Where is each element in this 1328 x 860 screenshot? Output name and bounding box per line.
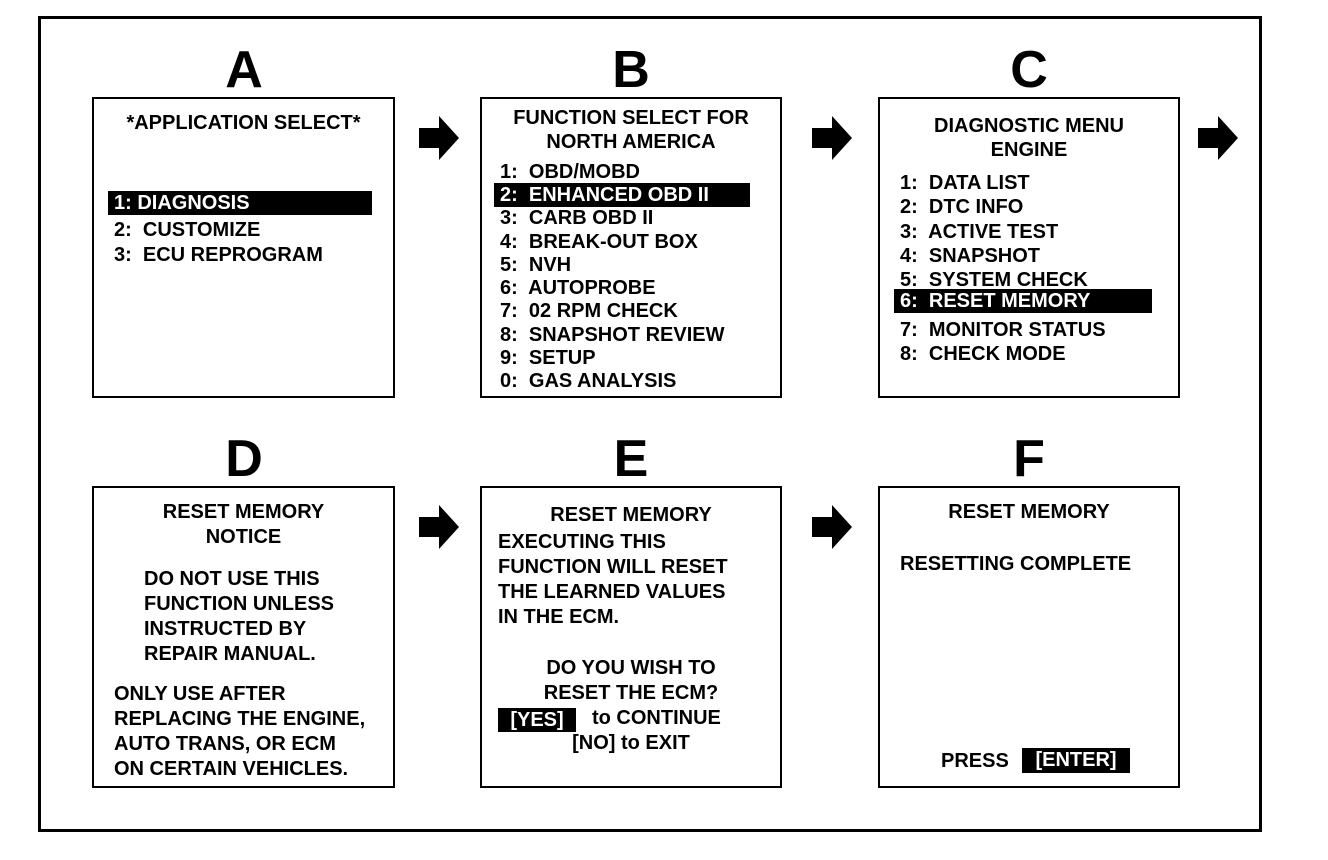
- right-arrow-icon: [419, 116, 459, 160]
- body-line: EXECUTING THIS: [498, 531, 666, 553]
- body-line: IN THE ECM.: [498, 606, 620, 628]
- screen-function-select: FUNCTION SELECT FOR NORTH AMERICA 1: OBD…: [480, 97, 782, 398]
- right-arrow-icon: [419, 505, 459, 549]
- menu-item-enhanced-obd-selected[interactable]: 2: ENHANCED OBD II: [494, 183, 750, 207]
- menu-item-reset-memory-selected[interactable]: 6: RESET MEMORY: [894, 289, 1152, 313]
- body-line: THE LEARNED VALUES: [498, 581, 726, 603]
- panel-letter-e: E: [613, 430, 649, 488]
- right-arrow-icon: [812, 505, 852, 549]
- panel-letter-b: B: [612, 41, 650, 99]
- screen-application-select: *APPLICATION SELECT* 1: DIAGNOSIS 2: CUS…: [92, 97, 395, 398]
- notice-line: FUNCTION UNLESS: [144, 593, 334, 615]
- screen-title-line-1: RESET MEMORY: [162, 501, 325, 523]
- body-line: FUNCTION WILL RESET: [498, 556, 728, 578]
- menu-item-snapshot[interactable]: 4: SNAPSHOT: [900, 245, 1041, 267]
- screen-title-line-2: NORTH AMERICA: [546, 131, 716, 153]
- menu-item-break-out-box[interactable]: 4: BREAK-OUT BOX: [500, 231, 698, 253]
- press-label: PRESS: [941, 750, 1009, 772]
- panel-letter-a: A: [225, 41, 263, 99]
- note-line: ONLY USE AFTER: [114, 683, 286, 705]
- menu-item-monitor-status[interactable]: 7: MONITOR STATUS: [900, 319, 1106, 341]
- menu-item-nvh[interactable]: 5: NVH: [500, 254, 572, 276]
- panel-letter-f: F: [1013, 430, 1045, 488]
- right-arrow-icon: [1198, 116, 1238, 160]
- note-line: AUTO TRANS, OR ECM: [114, 733, 336, 755]
- menu-item-snapshot-review[interactable]: 8: SNAPSHOT REVIEW: [500, 324, 725, 346]
- note-line: REPLACING THE ENGINE,: [114, 708, 366, 730]
- screen-title-line-2: NOTICE: [205, 526, 282, 548]
- panel-letter-c: C: [1010, 41, 1048, 99]
- enter-key[interactable]: [ENTER]: [1022, 748, 1130, 773]
- question-line: RESET THE ECM?: [543, 682, 719, 704]
- notice-line: DO NOT USE THIS: [144, 568, 320, 590]
- diagram-frame: [38, 16, 1262, 832]
- screen-title: RESET MEMORY: [550, 504, 712, 526]
- right-arrow-icon: [812, 116, 852, 160]
- yes-instruction: to CONTINUE: [592, 707, 721, 729]
- menu-item-customize[interactable]: 2: CUSTOMIZE: [114, 219, 261, 241]
- notice-line: INSTRUCTED BY: [144, 618, 307, 640]
- menu-item-system-check[interactable]: 5: SYSTEM CHECK: [900, 269, 1088, 291]
- yes-key[interactable]: [YES]: [498, 708, 576, 732]
- menu-item-autoprobe[interactable]: 6: AUTOPROBE: [500, 277, 656, 299]
- no-instruction[interactable]: [NO] to EXIT: [572, 732, 690, 754]
- menu-item-diagnosis-selected[interactable]: 1: DIAGNOSIS: [108, 191, 372, 215]
- menu-item-dtc-info[interactable]: 2: DTC INFO: [900, 196, 1024, 218]
- menu-item-check-mode[interactable]: 8: CHECK MODE: [900, 343, 1066, 365]
- screen-title: *APPLICATION SELECT*: [126, 112, 361, 134]
- menu-item-carb-obd[interactable]: 3: CARB OBD II: [500, 207, 654, 229]
- menu-item-o2-rpm-check[interactable]: 7: 02 RPM CHECK: [500, 300, 678, 322]
- menu-item-data-list[interactable]: 1: DATA LIST: [900, 172, 1030, 194]
- notice-line: REPAIR MANUAL.: [144, 643, 316, 665]
- panel-letter-d: D: [225, 430, 263, 488]
- screen-title-line-2: ENGINE: [990, 139, 1068, 161]
- screen-reset-complete: RESET MEMORY RESETTING COMPLETE PRESS [E…: [878, 486, 1180, 788]
- menu-item-obd-mobd[interactable]: 1: OBD/MOBD: [500, 161, 640, 183]
- screen-title-line-1: DIAGNOSTIC MENU: [934, 115, 1124, 137]
- question-line: DO YOU WISH TO: [546, 657, 716, 679]
- screen-reset-memory-confirm: RESET MEMORY EXECUTING THIS FUNCTION WIL…: [480, 486, 782, 788]
- note-line: ON CERTAIN VEHICLES.: [114, 758, 349, 780]
- menu-item-active-test[interactable]: 3: ACTIVE TEST: [900, 221, 1059, 243]
- menu-item-gas-analysis[interactable]: 0: GAS ANALYSIS: [500, 370, 677, 392]
- status-text: RESETTING COMPLETE: [900, 553, 1132, 575]
- screen-reset-memory-notice: RESET MEMORY NOTICE DO NOT USE THIS FUNC…: [92, 486, 395, 788]
- screen-title-line-1: FUNCTION SELECT FOR: [513, 107, 749, 129]
- screen-diagnostic-menu: DIAGNOSTIC MENU ENGINE 1: DATA LIST 2: D…: [878, 97, 1180, 398]
- screen-title: RESET MEMORY: [948, 501, 1110, 523]
- menu-item-setup[interactable]: 9: SETUP: [500, 347, 596, 369]
- menu-item-ecu-reprogram[interactable]: 3: ECU REPROGRAM: [114, 244, 323, 266]
